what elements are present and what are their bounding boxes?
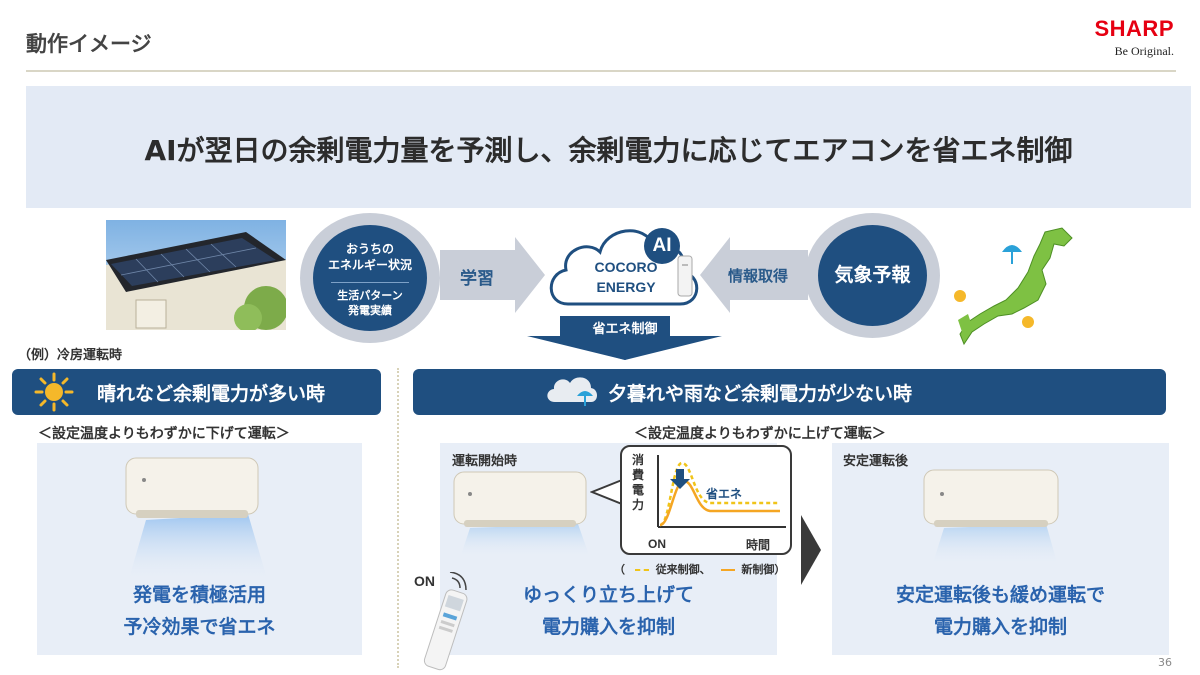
home-energy-title: おうちの エネルギー状況 xyxy=(313,241,427,273)
stable-panel-message-line1: 安定運転後も緩め運転で xyxy=(895,584,1105,606)
page-title: 動作イメージ xyxy=(26,32,152,56)
cloud-rain-icon xyxy=(547,377,597,406)
umbrella-icon xyxy=(577,391,593,406)
stable-panel-label: 安定運転後 xyxy=(843,454,909,469)
air-conditioner-icon xyxy=(453,471,587,527)
chart-legend: （ 従来制御、 新制御） xyxy=(614,561,785,577)
home-energy-title-line2: エネルギー状況 xyxy=(327,258,412,272)
legend-old-label: 従来制御、 xyxy=(655,563,711,576)
start-panel-message-line2: 電力購入を抑制 xyxy=(541,616,675,638)
page-number: 36 xyxy=(1158,656,1172,669)
logo-tagline: Be Original. xyxy=(1114,44,1174,58)
cocoro-line2: ENERGY xyxy=(596,279,656,295)
right-caption: ＜設定温度よりもわずかに上げて運転＞ xyxy=(634,426,886,442)
start-panel-message-line1: ゆっくり立ち上げて xyxy=(522,584,694,606)
cocoro-energy-cloud: AI COCORO ENERGY xyxy=(540,212,720,317)
surplus-high-title: 晴れなど余剰電力が多い時 xyxy=(97,383,326,405)
down-arrow-icon xyxy=(670,469,690,489)
remote-control-icon xyxy=(423,572,468,671)
japan-map-icon xyxy=(954,227,1073,346)
energy-control-label: 省エネ制御 xyxy=(592,322,658,337)
home-energy-detail-line1: 生活パターン xyxy=(337,289,403,302)
house-solar-photo xyxy=(106,220,286,330)
chart-ylabel: 消 費 電 力 xyxy=(632,453,644,513)
umbrella-icon xyxy=(1002,245,1022,264)
chart-ylabel-char4: 力 xyxy=(632,498,645,512)
surplus-low-title: 夕暮れや雨など余剰電力が少ない時 xyxy=(608,383,913,405)
left-panel-message-line1: 発電を積極活用 xyxy=(132,584,266,606)
ai-badge: AI xyxy=(644,228,680,264)
stable-panel-message-line2: 電力購入を抑制 xyxy=(933,616,1067,638)
ac-stable xyxy=(923,469,1059,566)
wifi-router-icon xyxy=(677,255,693,297)
stable-panel-message: 安定運転後も緩め運転で 電力購入を抑制 xyxy=(832,579,1169,643)
sun-icon xyxy=(954,290,1034,328)
power-mini-chart xyxy=(657,455,786,528)
left-caption: ＜設定温度よりもわずかに下げて運転＞ xyxy=(38,426,290,442)
logo-word: SHARP xyxy=(1094,16,1174,41)
legacy-control-curve xyxy=(659,461,780,527)
cocoro-line1: COCORO xyxy=(594,259,658,275)
power-chart-bubble: 消 費 電 力 省エネ ON 時間 xyxy=(620,445,792,555)
panel-chevron-icon xyxy=(801,515,821,585)
example-note: （例）冷房運転時 xyxy=(18,348,123,363)
start-panel-label: 運転開始時 xyxy=(452,454,518,469)
home-energy-details: 生活パターン 発電実績 xyxy=(313,288,427,318)
section-divider xyxy=(397,368,399,668)
chart-x-start: ON xyxy=(648,537,666,551)
info-label: 情報取得 xyxy=(728,267,789,285)
air-conditioner-icon xyxy=(923,469,1059,527)
left-panel-message: 発電を積極活用 予冷効果で省エネ xyxy=(37,579,362,643)
learn-arrow xyxy=(440,237,545,313)
info-arrow xyxy=(700,237,808,313)
surplus-low-bar: 夕暮れや雨など余剰電力が少ない時 xyxy=(413,369,1166,415)
learn-label: 学習 xyxy=(460,269,494,289)
chart-annotation: 省エネ xyxy=(706,487,743,501)
flow-arrows xyxy=(440,237,808,360)
home-energy-circle: おうちの エネルギー状況 生活パターン 発電実績 xyxy=(313,225,427,331)
home-energy-detail-line2: 発電実績 xyxy=(348,304,392,317)
surplus-high-bar: 晴れなど余剰電力が多い時 xyxy=(12,369,381,415)
air-conditioner-icon xyxy=(125,457,259,518)
headline-text: AIが翌日の余剰電力量を予測し、余剰電力に応じてエアコンを省エネ制御 xyxy=(144,134,1073,167)
chart-ylabel-char1: 消 xyxy=(632,453,645,467)
chart-x-end: 時間 xyxy=(746,538,771,552)
headline-banner: AIが翌日の余剰電力量を予測し、余剰電力に応じてエアコンを省エネ制御 xyxy=(26,86,1191,208)
sun-icon xyxy=(34,372,74,412)
left-panel-message-line2: 予冷効果で省エネ xyxy=(123,616,276,638)
legend-new-label: 新制御） xyxy=(741,563,786,576)
title-rule xyxy=(26,70,1176,72)
weather-forecast-circle: 気象予報 xyxy=(818,225,927,326)
chart-ylabel-char3: 電 xyxy=(632,483,645,497)
ac-left xyxy=(125,457,268,582)
start-panel-message: ゆっくり立ち上げて 電力購入を抑制 xyxy=(440,579,777,643)
legend-old-swatch xyxy=(634,569,649,571)
remote-on-label: ON xyxy=(414,573,435,589)
sharp-logo: SHARP Be Original. xyxy=(1094,16,1174,59)
legend-new-swatch xyxy=(720,569,735,571)
home-energy-divider xyxy=(331,282,409,283)
ac-start xyxy=(453,471,590,558)
legend-open: （ xyxy=(614,563,625,576)
home-energy-title-line1: おうちの xyxy=(345,242,394,256)
chart-ylabel-char2: 費 xyxy=(632,468,645,482)
